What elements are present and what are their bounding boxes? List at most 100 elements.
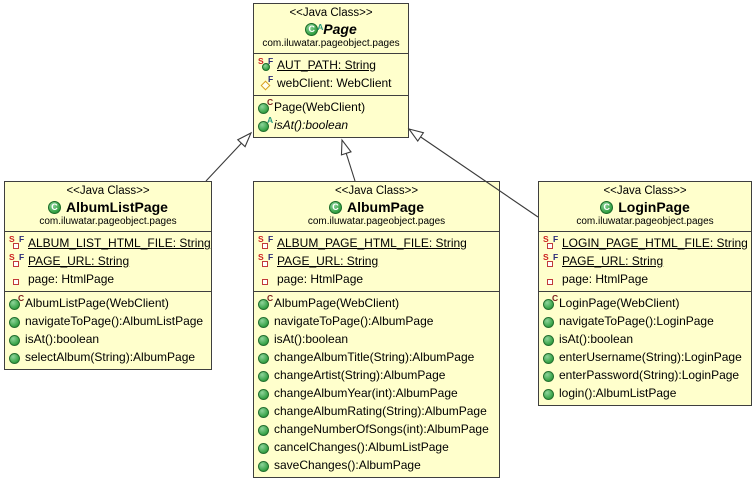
field-row: page: HtmlPage: [258, 270, 495, 288]
protected-final-field-icon: F: [258, 74, 275, 91]
method-text: changeAlbumYear(int):AlbumPage: [274, 386, 458, 400]
method-text: saveChanges():AlbumPage: [274, 458, 421, 472]
field-row: page: HtmlPage: [543, 270, 747, 288]
method-text: Page(WebClient): [274, 100, 366, 114]
class-name-row: C LoginPage: [542, 198, 748, 216]
private-field-icon: [258, 272, 275, 287]
generalization-arrow-albumpage-page: [340, 138, 356, 182]
method-row: isAt():boolean: [258, 330, 495, 348]
constructor-icon: C: [258, 97, 273, 115]
method-text: changeArtist(String):AlbumPage: [274, 368, 446, 382]
field-text: ALBUM_PAGE_HTML_FILE: String: [277, 236, 467, 250]
generalization-arrow-albumlistpage-page: [205, 131, 253, 182]
method-text: navigateToPage():AlbumPage: [274, 314, 434, 328]
private-field-icon: [543, 272, 560, 287]
class-albumlistpage[interactable]: <<Java Class>> C AlbumListPage com.iluwa…: [4, 181, 212, 370]
methods-compartment: C AlbumPage(WebClient) navigateToPage():…: [254, 292, 499, 477]
method-text: AlbumPage(WebClient): [274, 296, 400, 310]
field-text: ALBUM_LIST_HTML_FILE: String: [28, 236, 211, 250]
field-row: page: HtmlPage: [9, 270, 207, 288]
method-text: isAt():boolean: [274, 332, 349, 346]
stereotype-label: <<Java Class>>: [289, 7, 373, 19]
method-row: changeArtist(String):AlbumPage: [258, 366, 495, 384]
method-text: LoginPage(WebClient): [559, 296, 680, 310]
method-row: changeNumberOfSongs(int):AlbumPage: [258, 420, 495, 438]
method-row: navigateToPage():AlbumListPage: [9, 312, 207, 330]
method-row: C AlbumPage(WebClient): [258, 293, 495, 312]
method-row: C AlbumListPage(WebClient): [9, 293, 207, 312]
public-method-icon: [258, 332, 272, 347]
field-text: PAGE_URL: String: [562, 254, 664, 268]
method-row: selectAlbum(String):AlbumPage: [9, 348, 207, 366]
java-class-icon: C: [48, 200, 63, 214]
abstract-method-icon: A: [258, 115, 273, 133]
field-text: page: HtmlPage: [277, 272, 364, 286]
method-row: navigateToPage():AlbumPage: [258, 312, 495, 330]
method-text: selectAlbum(String):AlbumPage: [25, 350, 196, 364]
class-loginpage[interactable]: <<Java Class>> C LoginPage com.iluwatar.…: [538, 181, 752, 406]
public-method-icon: [258, 458, 272, 473]
class-albumpage[interactable]: <<Java Class>> C AlbumPage com.iluwatar.…: [253, 181, 500, 478]
class-header: <<Java Class>> C LoginPage com.iluwatar.…: [539, 182, 751, 232]
public-method-icon: [9, 350, 23, 365]
class-header: <<Java Class>> C AlbumListPage com.iluwa…: [5, 182, 211, 232]
class-name-row: C AlbumListPage: [8, 198, 208, 216]
public-method-icon: [258, 350, 272, 365]
stereotype-label: <<Java Class>>: [334, 185, 419, 197]
java-class-icon: C: [328, 200, 344, 214]
public-method-icon: [543, 368, 557, 383]
private-field-icon: [9, 272, 26, 287]
abstract-marker: A: [317, 22, 324, 32]
package-name: com.iluwatar.pageobject.pages: [39, 216, 177, 227]
public-method-icon: [258, 422, 272, 437]
field-text: page: HtmlPage: [28, 272, 115, 286]
public-method-icon: [258, 440, 272, 455]
methods-compartment: C AlbumListPage(WebClient) navigateToPag…: [5, 292, 211, 369]
constructor-icon: C: [258, 293, 273, 311]
public-method-icon: [9, 332, 23, 347]
public-method-icon: [258, 404, 272, 419]
class-name: LoginPage: [618, 199, 690, 215]
field-text: page: HtmlPage: [562, 272, 649, 286]
public-method-icon: [543, 386, 557, 401]
method-row: C Page(WebClient): [258, 97, 404, 116]
method-text: navigateToPage():AlbumListPage: [25, 314, 204, 328]
method-row: isAt():boolean: [9, 330, 207, 348]
method-text: changeAlbumTitle(String):AlbumPage: [274, 350, 475, 364]
method-row: saveChanges():AlbumPage: [258, 456, 495, 474]
method-row: changeAlbumRating(String):AlbumPage: [258, 402, 495, 420]
field-row: F webClient: WebClient: [258, 74, 404, 92]
method-text: isAt():boolean: [559, 332, 634, 346]
class-name: Page: [323, 21, 357, 37]
public-method-icon: [258, 386, 272, 401]
method-row: enterUsername(String):LoginPage: [543, 348, 747, 366]
field-text: PAGE_URL: String: [28, 254, 130, 268]
class-name: AlbumListPage: [66, 199, 168, 215]
constructor-icon: C: [543, 293, 558, 311]
method-text: login():AlbumListPage: [559, 386, 677, 400]
field-text: LOGIN_PAGE_HTML_FILE: String: [562, 236, 748, 250]
public-method-icon: [543, 350, 557, 365]
stereotype-label: <<Java Class>>: [603, 185, 687, 197]
method-row: cancelChanges():AlbumListPage: [258, 438, 495, 456]
public-method-icon: [258, 368, 272, 383]
class-header: <<Java Class>> C AlbumPage com.iluwatar.…: [254, 182, 499, 232]
constructor-icon: C: [9, 293, 24, 311]
methods-compartment: C LoginPage(WebClient) navigateToPage():…: [539, 292, 751, 405]
package-name: com.iluwatar.pageobject.pages: [262, 38, 400, 49]
method-text: enterPassword(String):LoginPage: [559, 368, 740, 382]
class-name-row: C AlbumPage: [257, 198, 496, 216]
method-text: changeAlbumRating(String):AlbumPage: [274, 404, 487, 418]
